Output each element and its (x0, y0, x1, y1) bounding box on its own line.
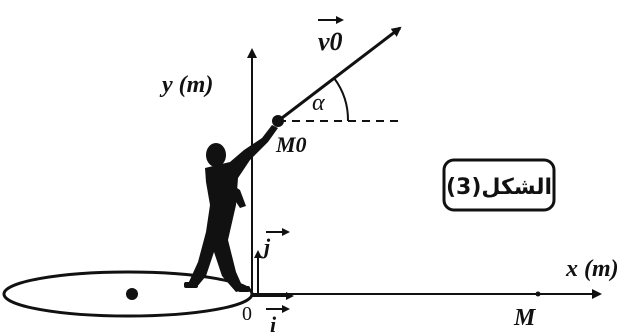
launch-point-label: M0 (275, 132, 307, 157)
angle-arc (333, 77, 350, 122)
athlete-silhouette-icon (184, 125, 278, 292)
velocity-vector-v0 (277, 26, 402, 123)
y-axis-label: y (m) (159, 72, 213, 98)
target-point-label: M (513, 305, 537, 331)
caption-box (442, 158, 556, 212)
shot-put-ball-icon (126, 288, 138, 300)
angle-label: α (312, 90, 325, 116)
x-axis-label: x (m) (565, 256, 619, 282)
origin-label: 0 (242, 303, 252, 325)
unit-j-label: j (261, 234, 271, 259)
unit-i-label: i (270, 312, 277, 336)
target-point-M (535, 291, 541, 297)
caption-label: الشكل(3) (446, 175, 552, 200)
velocity-label: v0 (318, 27, 343, 56)
